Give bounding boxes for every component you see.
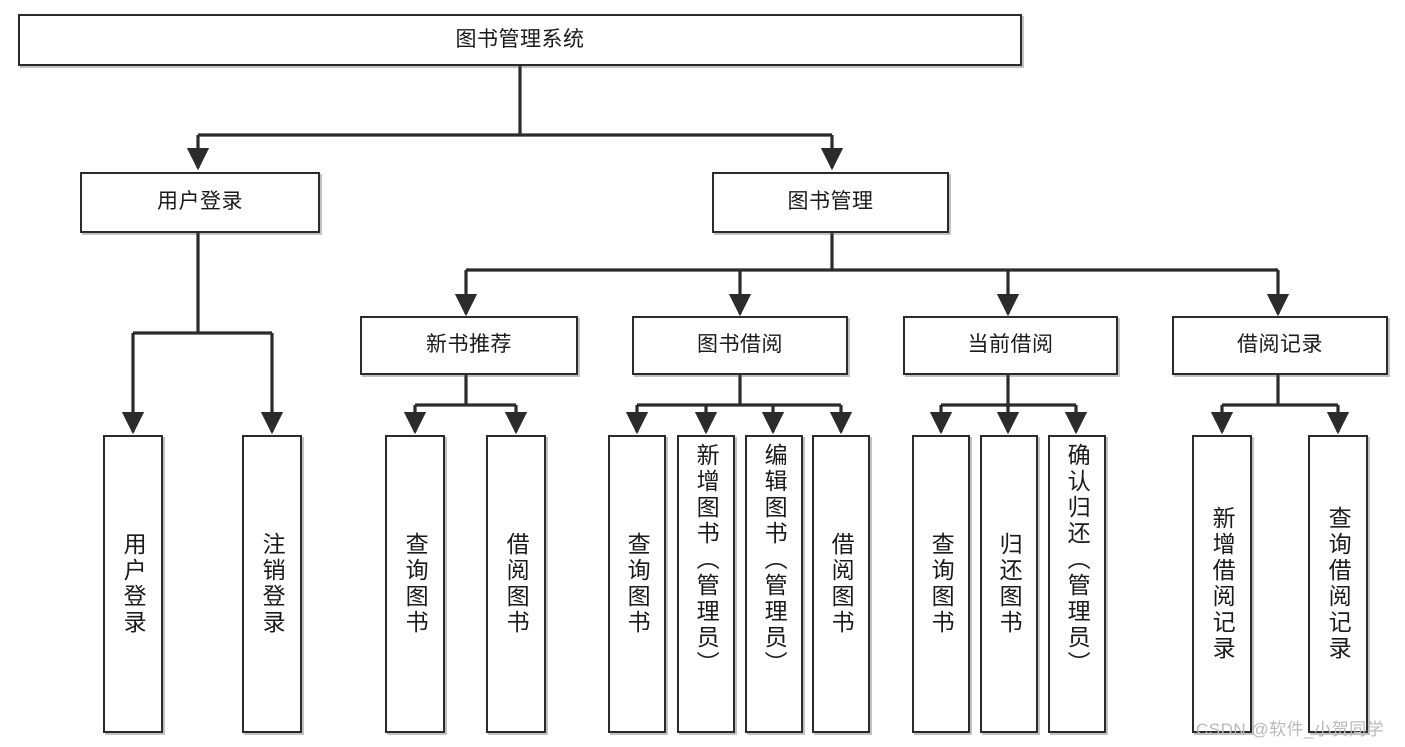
leaf-label-logout: 注销登录 [259,532,286,636]
leaf-query-book-3[interactable]: 查询图书 [912,435,970,733]
leaf-confirm-return[interactable]: 确认归还（管理员） [1048,435,1106,733]
leaf-label-edit-book: 编辑图书（管理员） [761,443,788,677]
leaf-label-confirm-return: 确认归还（管理员） [1064,443,1091,677]
watermark-credit: CSDN @软件_小贺同学 [1196,720,1385,739]
node-label-user-login: 用户登录 [157,190,243,214]
leaf-logout[interactable]: 注销登录 [242,435,302,733]
node-label-borrow-record: 借阅记录 [1237,333,1323,357]
node-label-book-manage: 图书管理 [787,190,874,214]
leaf-query-book-2[interactable]: 查询图书 [608,435,666,733]
node-current-borrow[interactable]: 当前借阅 [903,316,1118,375]
leaf-label-user-login: 用户登录 [120,532,147,636]
leaf-label-query-book-3: 查询图书 [928,532,955,636]
leaf-label-return-book: 归还图书 [996,532,1023,636]
node-label-root: 图书管理系统 [455,27,585,51]
leaf-return-book[interactable]: 归还图书 [980,435,1038,733]
leaf-label-add-record: 新增借阅记录 [1209,506,1236,662]
leaf-label-query-book-2: 查询图书 [624,532,651,636]
node-book-manage[interactable]: 图书管理 [712,172,949,233]
leaf-borrow-book-2[interactable]: 借阅图书 [812,435,870,733]
leaf-label-add-book: 新增图书（管理员） [693,443,720,677]
node-user-login[interactable]: 用户登录 [80,172,320,233]
leaf-add-book[interactable]: 新增图书（管理员） [677,435,735,733]
leaf-borrow-book-1[interactable]: 借阅图书 [486,435,546,733]
node-label-book-borrow: 图书借阅 [697,333,783,357]
leaf-label-query-book-1: 查询图书 [402,532,429,636]
node-label-current-borrow: 当前借阅 [967,333,1054,357]
leaf-query-record[interactable]: 查询借阅记录 [1308,435,1368,733]
node-label-new-book-recommend: 新书推荐 [426,333,512,357]
node-root-system[interactable]: 图书管理系统 [18,14,1022,66]
node-borrow-record[interactable]: 借阅记录 [1172,316,1388,375]
node-book-borrow[interactable]: 图书借阅 [632,316,848,375]
leaf-query-book-1[interactable]: 查询图书 [385,435,445,733]
leaf-edit-book[interactable]: 编辑图书（管理员） [745,435,803,733]
node-new-book-recommend[interactable]: 新书推荐 [360,316,578,375]
leaf-label-borrow-book-1: 借阅图书 [503,532,530,636]
leaf-label-query-record: 查询借阅记录 [1325,506,1352,662]
leaf-user-login[interactable]: 用户登录 [103,435,163,733]
leaf-add-record[interactable]: 新增借阅记录 [1192,435,1252,733]
leaf-label-borrow-book-2: 借阅图书 [828,532,855,636]
